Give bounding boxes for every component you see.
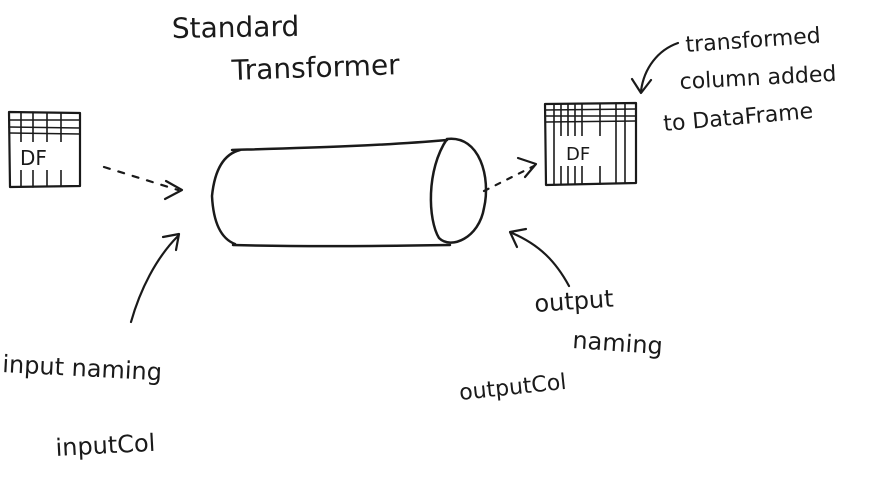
title-line-1: Standard [172,10,300,45]
output-col-param: outputCol [458,370,568,406]
output-naming-line-2: naming [572,326,664,360]
input-flow-arrow [104,167,182,199]
output-flow-arrow [484,158,536,191]
transformed-note-arrow [632,43,678,93]
input-naming-label: input naming [2,350,163,386]
title-line-2: Transformer [230,48,401,87]
output-naming-line-1: output [533,285,614,318]
transformed-note-line-2: column added [679,62,837,95]
transformed-note-line-1: transformed [685,24,822,58]
transformer-cylinder [212,139,486,246]
input-naming-arrow [131,234,179,322]
input-dataframe-icon: DF [9,112,80,187]
input-col-param: inputCol [55,429,156,462]
output-dataframe-label: DF [566,144,590,165]
input-dataframe-label: DF [20,146,47,170]
output-naming-arrow [510,229,569,286]
output-dataframe-icon: DF [545,103,636,185]
transformed-note-line-3: to DataFrame [662,99,814,137]
